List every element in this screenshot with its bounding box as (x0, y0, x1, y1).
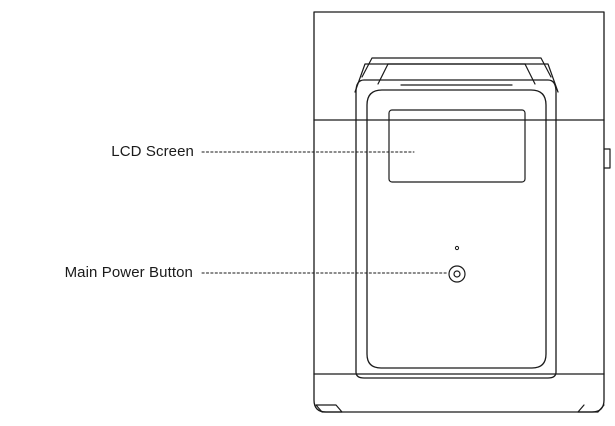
indicator-light (454, 245, 460, 251)
device-feet (315, 404, 605, 413)
front-panel (355, 79, 557, 379)
carry-handle (354, 57, 559, 93)
side-port (603, 148, 611, 169)
main-power-button-label: Main Power Button (64, 264, 193, 281)
power-icon (453, 270, 461, 278)
device-body (313, 11, 605, 413)
lcd-screen (388, 109, 526, 183)
main-power-button (448, 265, 466, 283)
lcd-screen-label: LCD Screen (111, 143, 194, 160)
